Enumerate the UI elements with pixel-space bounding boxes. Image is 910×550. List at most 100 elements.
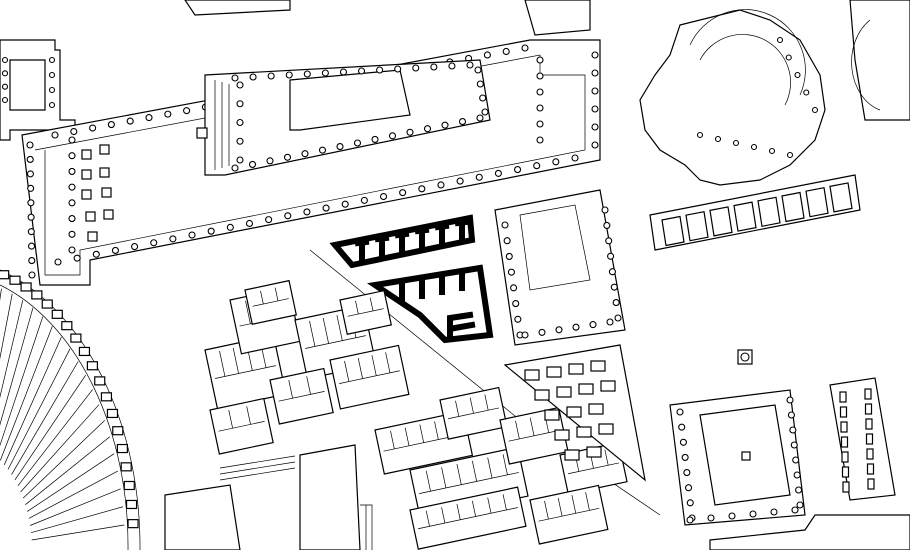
- temple-column: [236, 81, 244, 89]
- room-wall: [544, 500, 549, 520]
- portico-column: [245, 219, 254, 228]
- room-wall: [419, 424, 425, 443]
- room: [576, 426, 592, 438]
- room-wall: [571, 495, 577, 514]
- column: [749, 510, 757, 518]
- portico-column: [265, 216, 273, 224]
- column: [681, 453, 689, 461]
- room: [586, 446, 602, 458]
- insula-rooms: [447, 394, 500, 420]
- room-wall: [339, 370, 400, 384]
- room-wall: [374, 234, 390, 257]
- room-wall: [369, 297, 374, 311]
- room-wall: [455, 400, 460, 417]
- room-wall: [306, 376, 311, 395]
- column: [605, 237, 613, 245]
- room-wall: [456, 464, 462, 485]
- portico-column: [456, 177, 464, 185]
- column: [608, 268, 616, 276]
- temple-column: [448, 62, 456, 70]
- column: [792, 456, 800, 464]
- dome-column: [811, 106, 819, 114]
- column: [685, 484, 693, 492]
- temple-column: [476, 114, 484, 122]
- room-wall: [228, 410, 233, 429]
- pier: [866, 463, 875, 475]
- portico-columns: [26, 44, 599, 279]
- temple-column: [481, 108, 489, 116]
- portico-column: [536, 72, 544, 80]
- pier: [865, 418, 873, 430]
- temple-column: [479, 94, 487, 102]
- temple-column: [321, 69, 329, 77]
- insula-rooms: [347, 297, 384, 317]
- column: [601, 206, 609, 214]
- radial-wall: [20, 404, 100, 493]
- portico-column: [73, 254, 81, 262]
- column: [614, 314, 622, 322]
- portico-column: [591, 141, 599, 149]
- portico-column: [28, 271, 36, 279]
- pier: [867, 478, 875, 490]
- temple-column: [236, 156, 244, 164]
- insula-rooms: [252, 287, 289, 307]
- pier: [841, 451, 849, 463]
- column: [514, 315, 522, 323]
- room-wall: [219, 350, 226, 377]
- column: [686, 499, 694, 507]
- radial-wall: [0, 293, 13, 360]
- room-wall: [355, 300, 359, 315]
- room-wall: [515, 420, 520, 439]
- column: [786, 396, 794, 404]
- room: [590, 360, 606, 372]
- radial-wall: [11, 361, 79, 475]
- column: [48, 56, 56, 64]
- arena-pier: [0, 270, 10, 280]
- portico-column: [68, 136, 76, 144]
- room-wall: [487, 497, 492, 514]
- arena-pier: [61, 321, 73, 331]
- room-wall: [385, 352, 391, 373]
- column: [510, 284, 518, 292]
- room-wall: [425, 470, 431, 492]
- column: [679, 438, 687, 446]
- temple-column: [466, 61, 474, 69]
- arena-pier: [51, 309, 63, 319]
- column: [728, 512, 736, 520]
- room-wall: [557, 498, 563, 517]
- portico-column: [494, 169, 502, 177]
- temple-column: [388, 132, 397, 140]
- dome-column: [750, 143, 758, 151]
- temple-column: [267, 72, 275, 80]
- room: [733, 201, 757, 232]
- portico-column: [536, 120, 544, 128]
- arena-pier: [9, 275, 21, 285]
- column: [610, 283, 618, 291]
- insula-rooms: [419, 454, 519, 494]
- radial-wall: [0, 326, 53, 461]
- portico-column: [552, 158, 560, 166]
- room: [546, 366, 562, 378]
- room-wall: [357, 358, 363, 379]
- portico-column: [341, 200, 349, 208]
- temple-column: [236, 118, 244, 127]
- column: [787, 411, 795, 419]
- room-wall: [347, 308, 384, 317]
- room-wall: [447, 407, 500, 420]
- column: [796, 501, 804, 509]
- temple-column: [248, 160, 257, 168]
- temple-column: [357, 67, 366, 75]
- column: [503, 237, 511, 245]
- room: [544, 409, 560, 421]
- portico-column: [26, 170, 34, 178]
- temple-column: [318, 146, 327, 154]
- domed-complex: [639, 0, 910, 186]
- temple-central: [196, 59, 491, 176]
- portico-column: [92, 250, 100, 258]
- portico-column: [169, 235, 177, 243]
- dome-columns: [696, 36, 819, 159]
- room-wall: [305, 335, 366, 349]
- room-wall: [344, 360, 350, 382]
- highlighted-building-rooms: [354, 218, 476, 338]
- column: [1, 56, 9, 64]
